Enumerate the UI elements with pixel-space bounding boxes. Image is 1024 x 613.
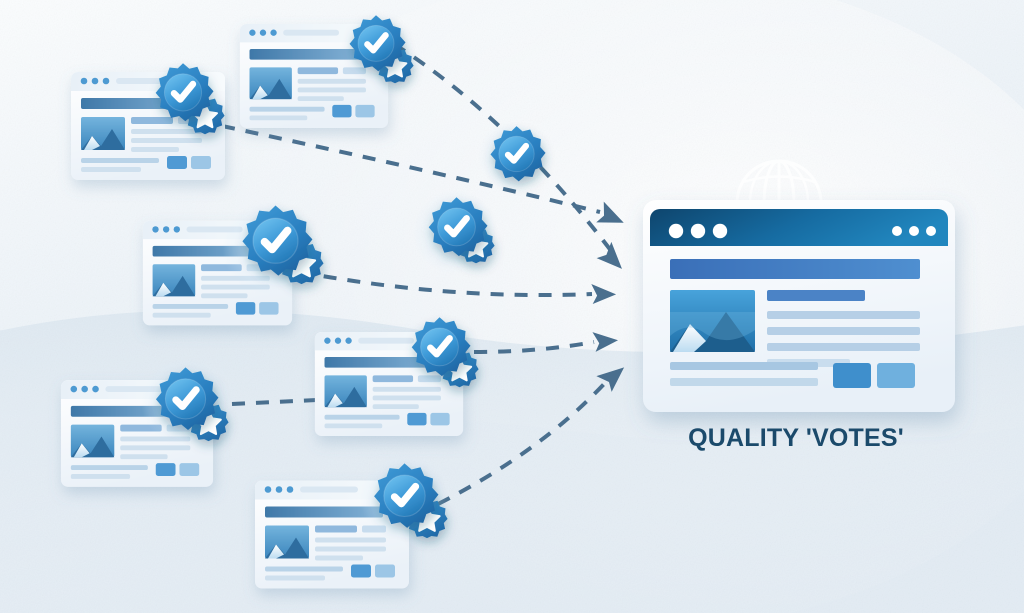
- window-dot-icon: [690, 223, 706, 239]
- link-arrow-2-head: [596, 241, 622, 269]
- text-line: [767, 311, 920, 319]
- window-body: [643, 200, 955, 412]
- link-arrow-5-line: [437, 382, 606, 506]
- footer-line: [670, 378, 818, 386]
- footer-line: [670, 362, 818, 370]
- window-dot-icon: [892, 226, 902, 236]
- window-dot-icon: [712, 223, 728, 239]
- link-arrow-3-head: [591, 284, 617, 304]
- link-arrow-1-line: [221, 124, 601, 214]
- window-dots-right[interactable]: [892, 226, 936, 236]
- link-arrow-3-line: [299, 270, 593, 298]
- link-arrow-4-line: [473, 340, 595, 354]
- window-header: [650, 209, 948, 246]
- window-dot-icon: [926, 226, 936, 236]
- primary-button[interactable]: [833, 363, 871, 388]
- destination-website-window[interactable]: [643, 159, 955, 412]
- mountain-image-icon: [670, 290, 755, 352]
- text-line: [767, 343, 920, 351]
- link-arrow-4-head: [592, 332, 619, 352]
- article-heading-line: [767, 290, 865, 301]
- secondary-button[interactable]: [877, 363, 915, 388]
- text-line: [767, 327, 920, 335]
- window-dot-icon: [909, 226, 919, 236]
- page-title: QUALITY 'VOTES': [688, 424, 904, 452]
- page-title-bar: [670, 259, 920, 279]
- link-arrow-1-head: [596, 201, 624, 223]
- window-dot-icon: [668, 223, 684, 239]
- link-arrow-5-head: [596, 367, 625, 392]
- window-dots-left[interactable]: [668, 223, 728, 239]
- link-arrow-2-line: [392, 42, 614, 254]
